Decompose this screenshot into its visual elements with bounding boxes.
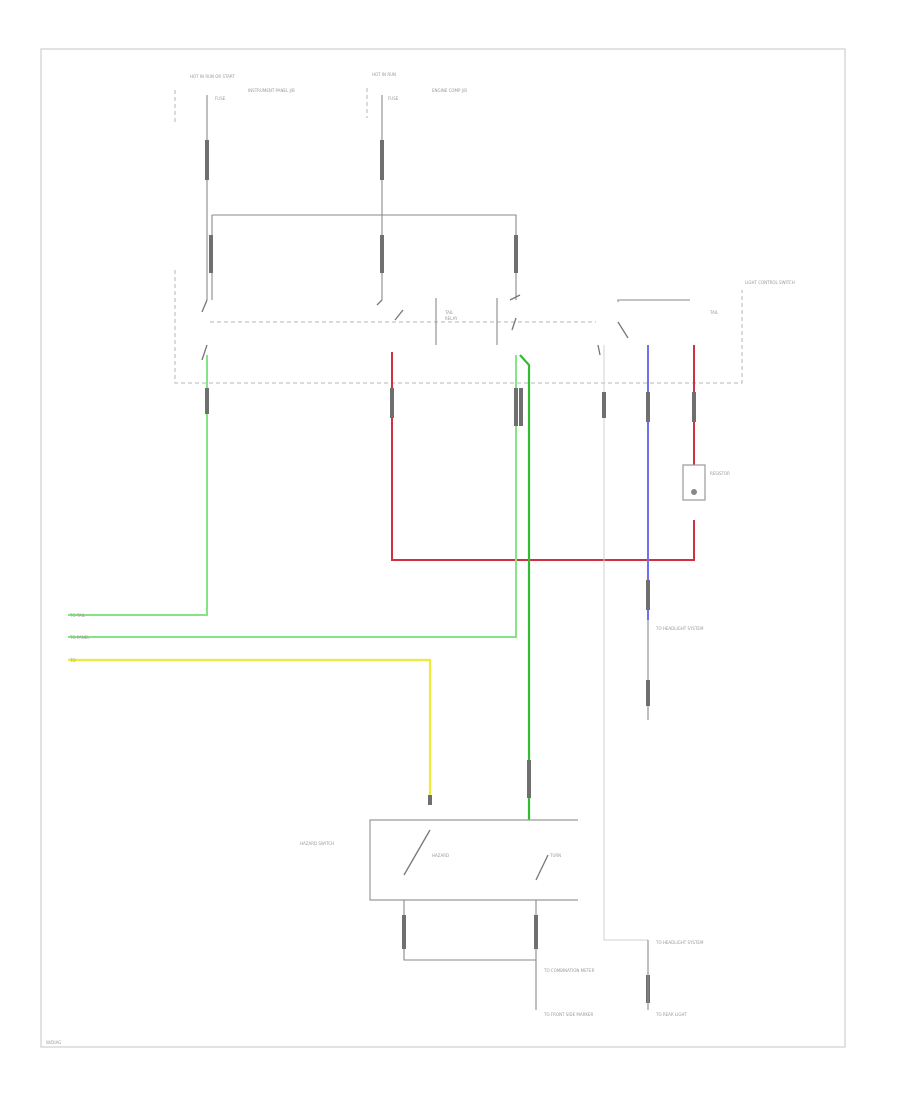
hazard-switch-label: HAZARD SWITCH [300, 841, 334, 846]
bottom-note-left-2: TO FRONT SIDE MARKER [543, 1012, 594, 1017]
feed-left-label: HOT IN RUN OR START [190, 74, 235, 79]
right-switch-label: TAIL [709, 310, 719, 315]
resistor: RESISTOR [682, 464, 730, 501]
power-feed-left: HOT IN RUN OR START FUSE INSTRUMENT PANE… [174, 74, 295, 215]
bottom-note-right: TO HEADLIGHT SYSTEM [655, 940, 704, 945]
diagram-frame [40, 48, 846, 1048]
fuse-mid-note: ENGINE COMP J/B [432, 88, 467, 93]
hazard-switch: HAZARD SWITCH HAZARD TURN [300, 819, 650, 1010]
hazard-contact-label: HAZARD [432, 853, 449, 858]
white-wire [603, 345, 648, 941]
green-dark-wire [519, 354, 531, 820]
corner-code: W/DIAG [46, 1040, 61, 1045]
relay-label: RELAY [445, 316, 458, 321]
green-wire-mid [68, 355, 517, 638]
feed-mid-label: HOT IN RUN [372, 72, 396, 77]
switch-assembly: TAIL RELAY TAIL LIGHT CONTROL SWITCH [174, 270, 795, 384]
fuse-mid-label: FUSE [388, 96, 399, 101]
to-left-label-1: TO TAIL [69, 613, 86, 618]
to-left-label-2: TO PANEL [69, 635, 90, 640]
bottom-note-left: TO COMBINATION METER [543, 968, 595, 973]
relay-box-label: TAIL [444, 310, 454, 315]
fuse-left-label: FUSE [215, 96, 226, 101]
fuse-left-note: INSTRUMENT PANEL J/B [248, 88, 295, 93]
resistor-label: RESISTOR [710, 471, 730, 476]
yellow-wire [68, 658, 432, 800]
bottom-note-right-2: TO REAR LIGHT [655, 1012, 687, 1017]
red-wire [391, 352, 695, 561]
turn-contact-label: TURN [549, 853, 561, 858]
green-wire-left [68, 355, 208, 616]
light-control-switch-label: LIGHT CONTROL SWITCH [745, 280, 795, 285]
to-left-label-3: TO [69, 658, 76, 663]
to-right-label: TO HEADLIGHT SYSTEM [655, 626, 704, 631]
